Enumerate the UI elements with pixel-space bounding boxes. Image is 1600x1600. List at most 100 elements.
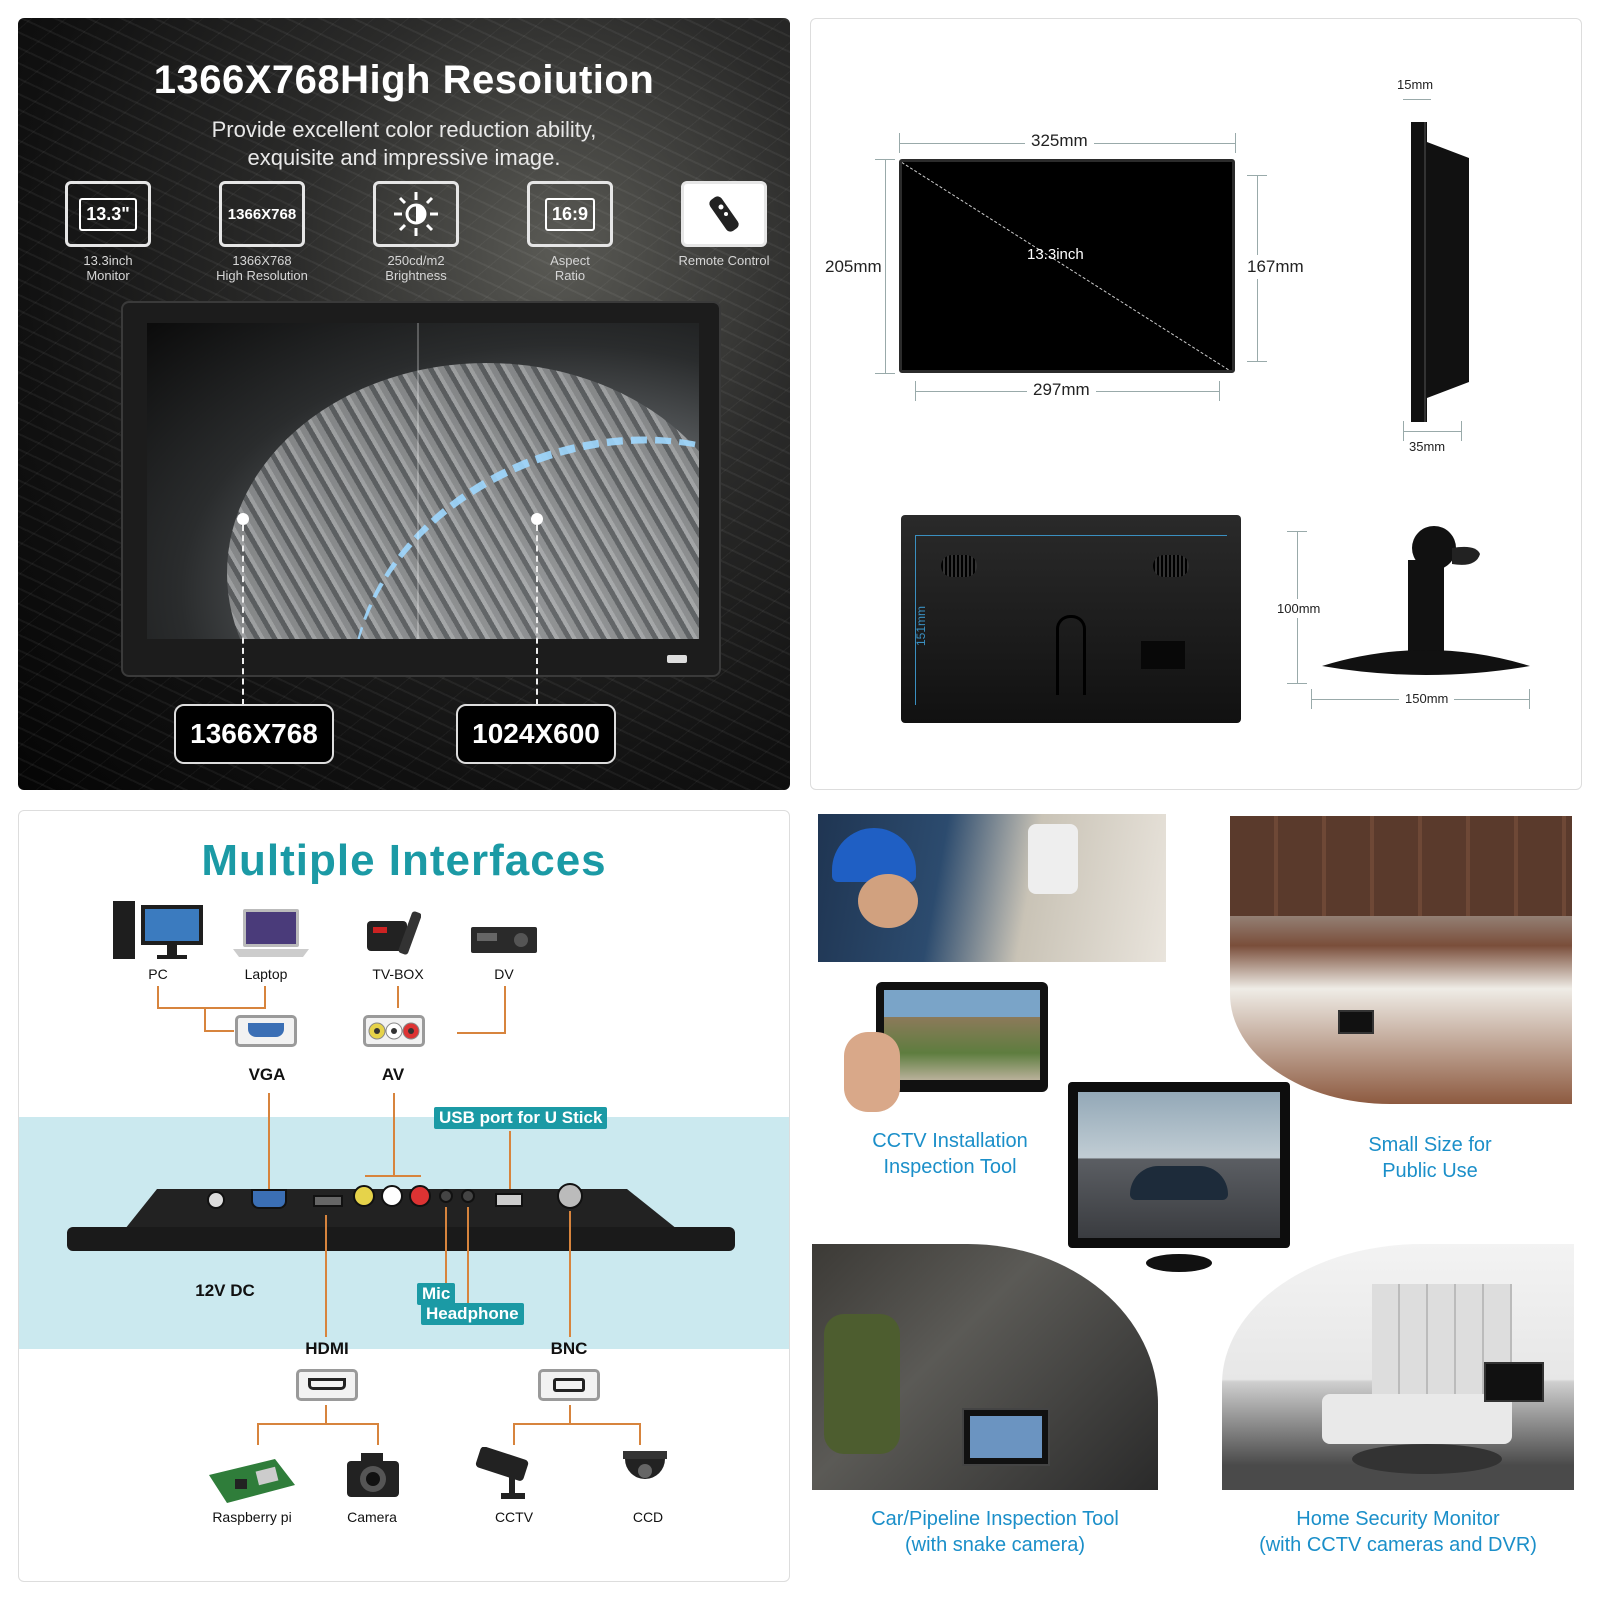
public-use-caption: Small Size for Public Use: [1330, 1132, 1530, 1184]
ccd-label: CCD: [632, 1509, 664, 1525]
connector-line: [445, 1207, 447, 1301]
feature-caption: 1366X768: [232, 253, 292, 268]
screen-width-label: 297mm: [1027, 380, 1096, 400]
label-plate: [1141, 641, 1185, 669]
caption-line: CCTV Installation: [872, 1130, 1028, 1152]
resolution-badge-icon: 1366X768: [219, 181, 305, 247]
dimension-line: [885, 159, 886, 373]
camera-icon: [347, 1453, 399, 1497]
diagonal-line: [902, 162, 1232, 370]
dimension-tick: [1235, 133, 1236, 153]
feature-caption: Remote Control: [678, 253, 770, 268]
speaker-grill: [941, 555, 977, 577]
headphone-jack: [461, 1189, 475, 1203]
resolution-right-label: 1024X600: [456, 704, 616, 764]
av-port-label: AV: [381, 1065, 405, 1084]
connector-line: [257, 1423, 379, 1425]
resolution-left-label: 1366X768: [174, 704, 334, 764]
connector-line: [513, 1423, 639, 1425]
stand-width-label: 150mm: [1399, 691, 1455, 706]
raspberry-pi-label: Raspberry pi: [212, 1509, 292, 1525]
monitor-back-view: 151mm: [901, 515, 1241, 723]
av-white-jack: [381, 1185, 403, 1207]
usb-port: [495, 1193, 523, 1207]
screen-height-label: 167mm: [1247, 255, 1304, 279]
monitor-side-view: [1411, 122, 1469, 422]
connector-line: [257, 1423, 259, 1445]
resolution-title: 1366X768High Resoiution: [153, 58, 655, 102]
dimension-tick: [1461, 421, 1462, 441]
headphone-tag: Headphone: [421, 1303, 524, 1325]
dimension-line: [1403, 431, 1461, 432]
connector-line: [393, 1093, 395, 1175]
connector-line: [204, 1030, 234, 1032]
feature-caption: 13.3inch: [83, 253, 133, 268]
handheld-monitor-photo: [838, 978, 1048, 1116]
courtroom-photo: [1230, 816, 1572, 1104]
usb-port-tag: USB port for U Stick: [434, 1107, 608, 1129]
av-plug-icon: [363, 1015, 425, 1047]
hdmi-port: [313, 1195, 343, 1207]
pc-label: PC: [148, 966, 168, 982]
bnc-port-label: BNC: [550, 1339, 588, 1358]
remote-control-icon: [681, 181, 767, 247]
connector-line: [157, 986, 159, 1008]
pc-icon: [113, 901, 203, 959]
dimension-line: [1403, 99, 1431, 100]
tv-box-label: TV-BOX: [372, 966, 424, 982]
marker-dot: [531, 513, 543, 525]
monitor-image: [121, 301, 721, 677]
brightness-sun-icon: [373, 181, 459, 247]
speaker-grill: [1153, 555, 1189, 577]
av-yellow-jack: [353, 1185, 375, 1207]
caption-line: Home Security Monitor: [1296, 1508, 1500, 1530]
connector-line: [457, 1032, 506, 1034]
connector-line: [639, 1423, 641, 1445]
dimension-tick: [875, 159, 895, 160]
connector-line: [325, 1215, 327, 1337]
depth-top-label: 15mm: [1397, 77, 1434, 92]
home-security-photo: [1222, 1244, 1574, 1490]
connector-line: [365, 1175, 421, 1177]
connector-line: [268, 1093, 270, 1193]
car-inspection-caption: Car/Pipeline Inspection Tool (with snake…: [830, 1506, 1160, 1558]
camera-label: Camera: [347, 1509, 397, 1525]
dc-label: 12V DC: [195, 1281, 255, 1300]
technician-photo: [818, 814, 1166, 962]
connector-line: [325, 1405, 327, 1423]
pointer-line: [536, 525, 538, 705]
laptop-icon: [233, 909, 309, 957]
dimension-tick: [915, 381, 916, 401]
feature-caption: Ratio: [554, 268, 586, 283]
size-badge-icon: 13.3": [65, 181, 151, 247]
caption-line: Car/Pipeline Inspection Tool: [871, 1508, 1119, 1530]
connector-line: [204, 1007, 206, 1031]
stand-mount: [1056, 615, 1086, 695]
connector-line: [513, 1423, 515, 1445]
resolution-subtitle: Provide excellent color reduction abilit…: [18, 116, 790, 172]
laptop-label: Laptop: [244, 966, 288, 982]
vga-port: [251, 1189, 287, 1209]
back-height-label: 151mm: [914, 605, 929, 647]
outer-height-label: 205mm: [825, 255, 882, 279]
feature-caption: Brightness: [385, 268, 447, 283]
interfaces-title: Multiple Interfaces: [201, 836, 607, 885]
connector-line: [569, 1405, 571, 1423]
connector-line: [569, 1211, 571, 1337]
resolution-panel: 1366X768High Resoiution Provide excellen…: [18, 18, 790, 790]
av-red-jack: [409, 1185, 431, 1207]
marker-dot: [237, 513, 249, 525]
dimension-tick: [1287, 683, 1307, 684]
aspect-ratio-badge-icon: 16:9: [527, 181, 613, 247]
vga-port-label: VGA: [248, 1065, 286, 1084]
interfaces-panel: Multiple Interfaces PC Laptop TV-BOX DV …: [18, 810, 790, 1582]
mic-tag: Mic: [417, 1283, 456, 1305]
caption-line: Public Use: [1382, 1160, 1478, 1182]
caption-line: (with CCTV cameras and DVR): [1259, 1534, 1537, 1556]
uses-panel: CCTV Installation Inspection Tool Small …: [810, 810, 1582, 1582]
diagonal-label: 13.3inch: [1027, 246, 1084, 263]
power-led: [667, 655, 687, 663]
feature-caption: 250cd/m2: [387, 253, 445, 268]
stand-height-label: 100mm: [1277, 599, 1321, 618]
